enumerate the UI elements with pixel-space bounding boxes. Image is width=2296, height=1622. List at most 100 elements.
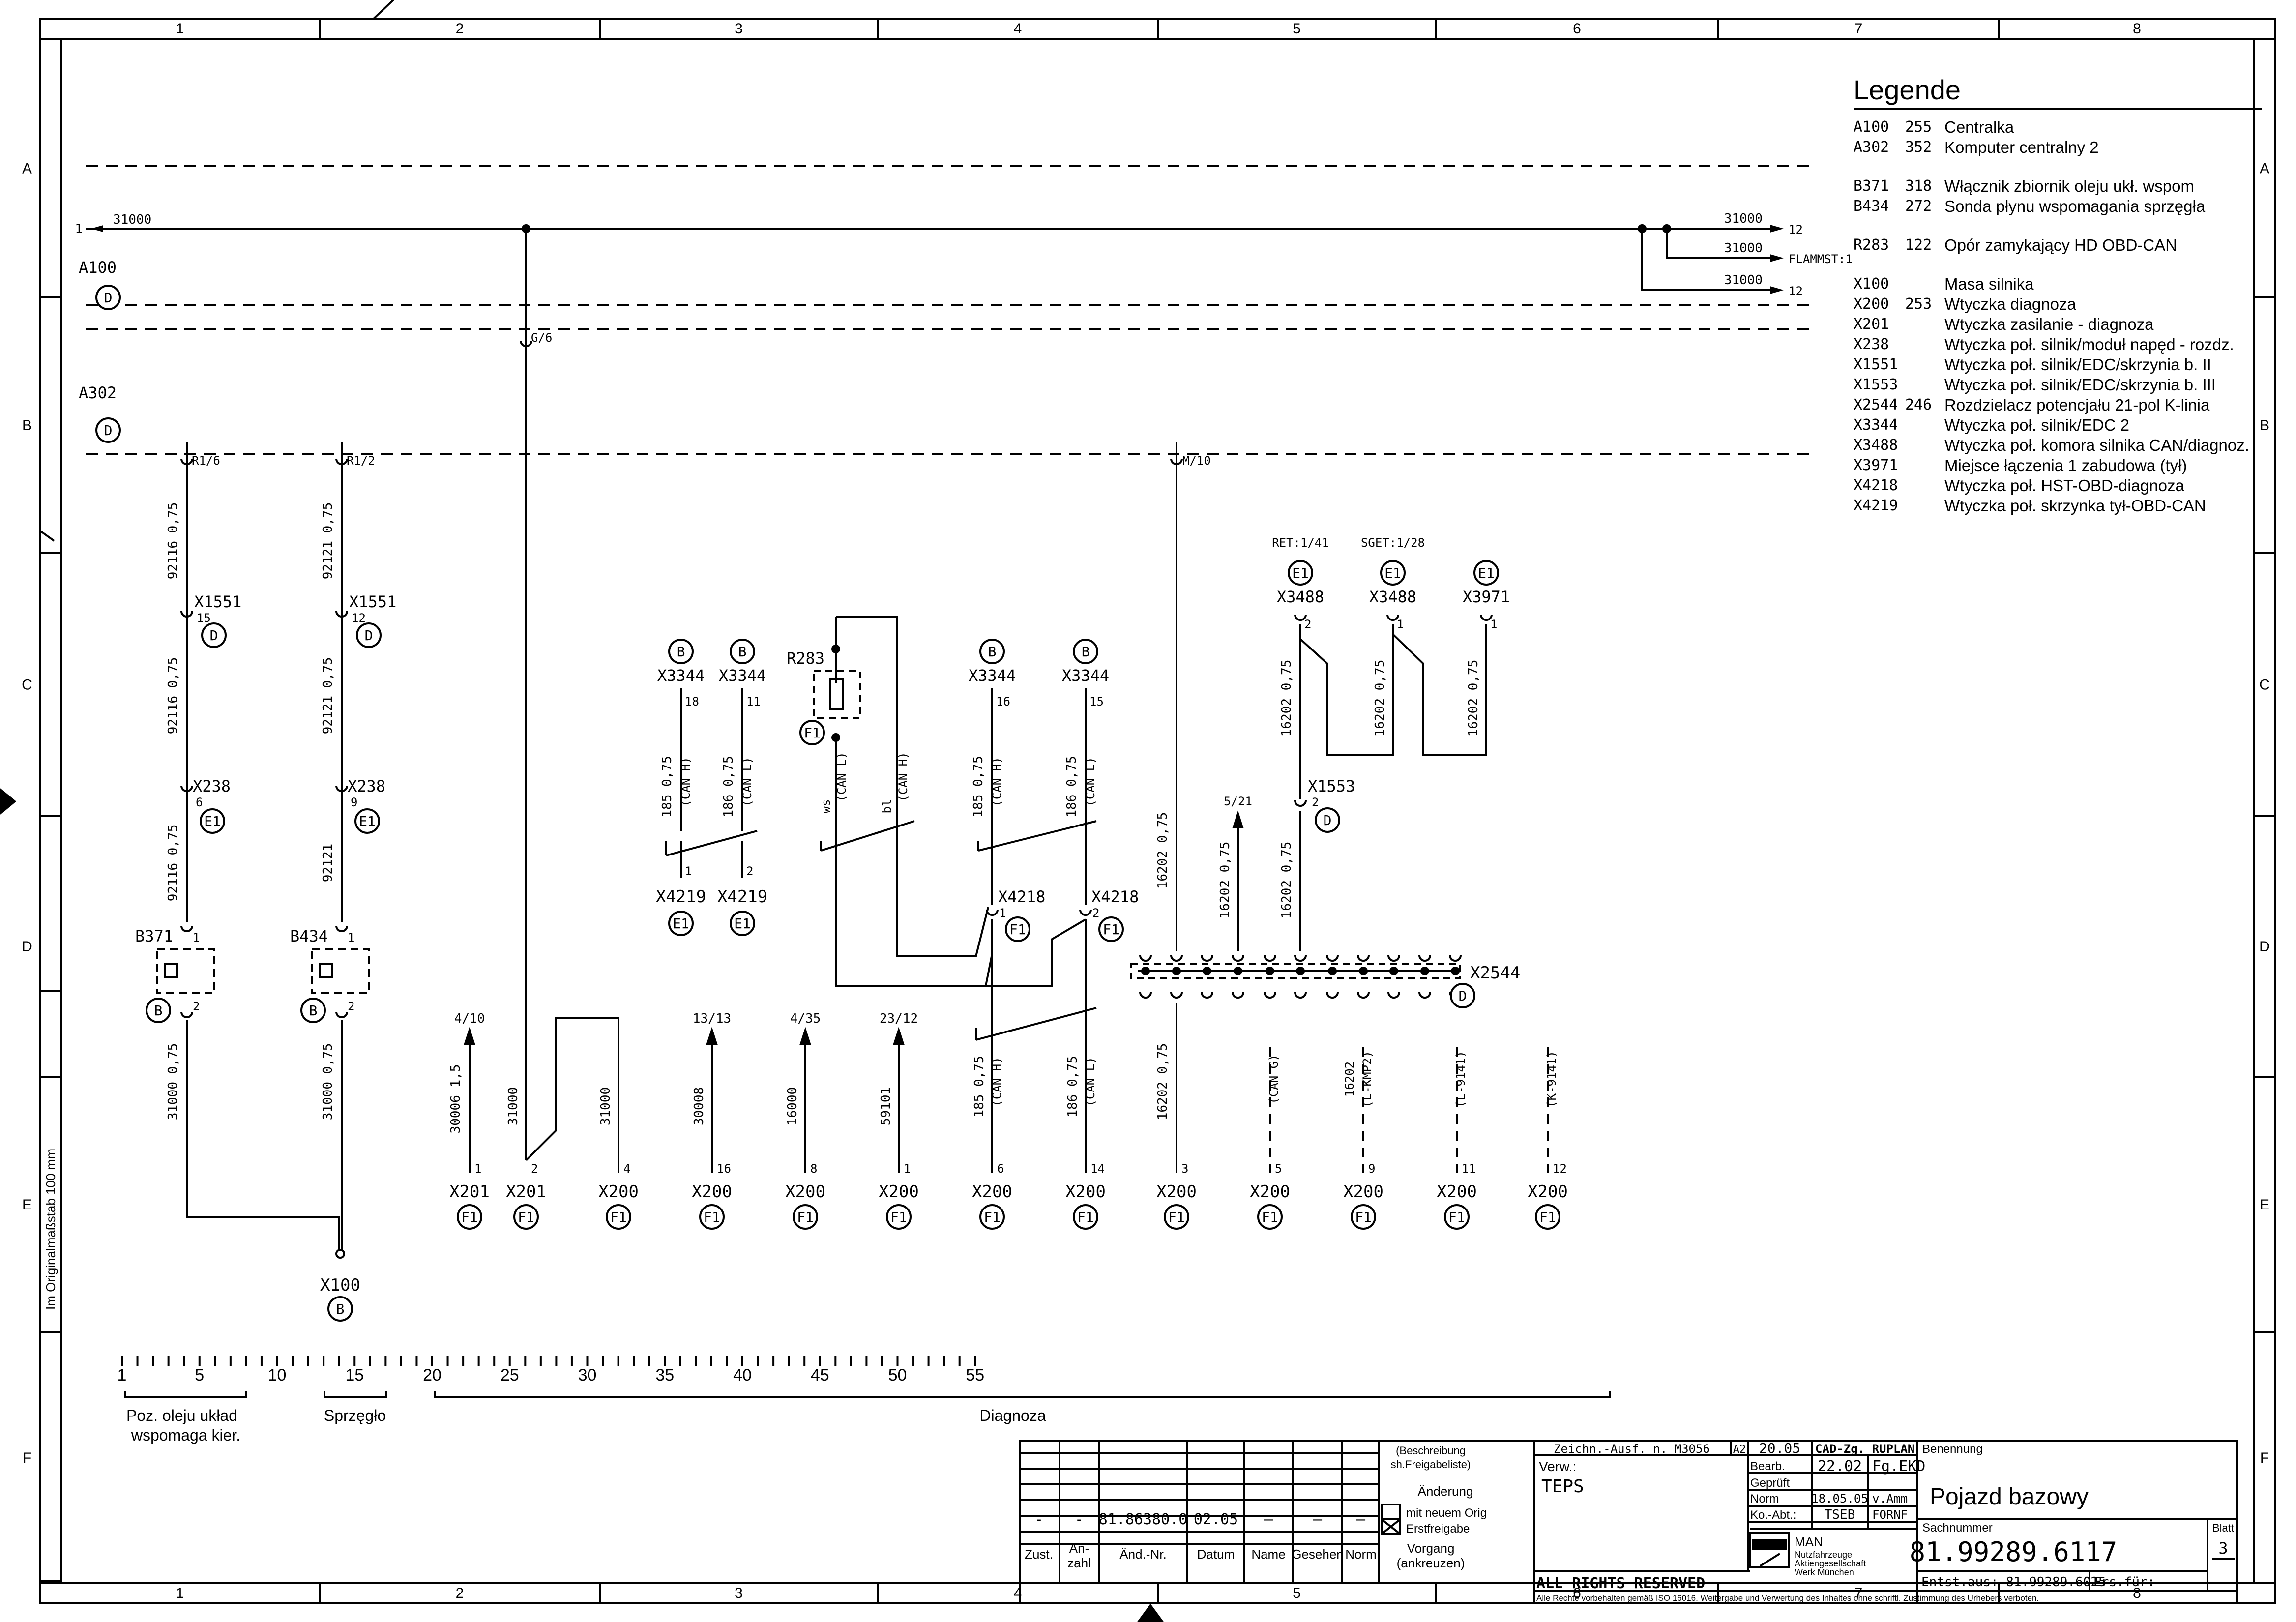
bottom-connector-tag-text: F1 [1077, 1209, 1094, 1225]
can-signal-label: (CAN L) [835, 752, 849, 801]
module-tag-text: D [104, 422, 113, 439]
sensor-tag-text: B [154, 1003, 163, 1019]
distributor-pin [1264, 955, 1276, 962]
scale-number: 15 [345, 1366, 364, 1385]
x4219-name: X4219 [717, 887, 767, 907]
distributor-pin [1232, 955, 1244, 962]
norm-date: 18.05.05 [1811, 1492, 1868, 1505]
can-signal-label: (L-KMP2) [1360, 1051, 1374, 1108]
wire-label: 31000 [598, 1087, 613, 1125]
bottom-connector-name: X201 [449, 1182, 490, 1202]
wire-label: 16202 0,75 [1155, 1043, 1170, 1121]
wire-label: 185 0,75 [660, 756, 675, 817]
distributor-node [1172, 967, 1181, 975]
x4219-pin: 1 [685, 864, 692, 878]
bottom-connector-tag [1351, 1204, 1376, 1230]
wire-label: 16000 [785, 1087, 800, 1125]
reference-arrow [893, 1027, 905, 1045]
bus-output-arrow [1770, 254, 1784, 262]
x3488-plug [1480, 614, 1493, 621]
bus-branch [1641, 229, 1775, 291]
can-signal-label: (K-9141) [1545, 1051, 1559, 1108]
connector-pin: 12 [352, 611, 366, 625]
can-connector-tag [979, 639, 1005, 664]
bottom-connector-pin: 1 [904, 1162, 911, 1176]
module-pin-label: R1/6 [192, 454, 220, 468]
column-number: 1 [176, 1585, 184, 1601]
resistor-wire-color: bl [880, 799, 894, 814]
x4218-tag-text: F1 [1103, 921, 1119, 938]
can-signal-label: (CAN G) [1267, 1054, 1281, 1104]
x4218-name: X4218 [998, 887, 1045, 906]
connector-tag-text: E1 [204, 813, 221, 829]
legend-num [1905, 274, 1944, 294]
can-connector-tag [1073, 639, 1098, 664]
bottom-connector-tag [979, 1204, 1005, 1230]
wire-label: 92121 [321, 844, 335, 882]
revision-value: 02.05 [1194, 1511, 1238, 1528]
legend-code: A302 [1854, 139, 1889, 156]
wire-label: 186 0,75 [721, 756, 736, 817]
can-signal-label: (CAN H) [679, 757, 693, 806]
bottom-connector-tag-text: F1 [704, 1209, 720, 1225]
cad-system: CAD-Zg. RUPLAN [1815, 1442, 1914, 1456]
row-letter: C [2259, 677, 2270, 693]
wire-label: 31000 [506, 1087, 521, 1125]
legend-desc: Wtyczka poł. silnik/EDC/skrzynia b. III [1944, 376, 2216, 394]
distributor-node [1389, 967, 1398, 975]
sensor-body [156, 948, 215, 994]
legend-num [1905, 496, 1944, 516]
x3488-loop [1392, 624, 1487, 756]
ground-name: X100 [320, 1275, 360, 1295]
legend-desc: Opór zamykający HD OBD-CAN [1944, 236, 2178, 254]
bottom-connector-pin: 11 [1462, 1162, 1476, 1176]
scale-number: 35 [655, 1366, 674, 1385]
x3488-name: X3488 [1277, 588, 1324, 606]
legend-desc: Wtyczka diagnoza [1944, 295, 2076, 313]
connector-pin: 15 [197, 611, 211, 625]
legend-gap [1854, 157, 2262, 176]
bottom-connector-tag [699, 1204, 725, 1230]
x1553-tag-text: D [1324, 812, 1332, 828]
x3488-reference: SGET:1/28 [1361, 536, 1425, 550]
reference-label: 4/35 [790, 1011, 821, 1026]
company-name: MAN [1795, 1534, 1823, 1549]
bus-wire-label: 31000 [113, 212, 151, 227]
legend-desc: Rozdzielacz potencjału 21-pol K-linia [1944, 396, 2210, 414]
change-option: Erstfreigabe [1406, 1522, 1470, 1535]
column-number: 7 [1854, 1585, 1863, 1601]
company-line: Nutzfahrzeuge [1795, 1550, 1852, 1560]
legend-num: 272 [1905, 198, 1932, 215]
legend-num [1905, 455, 1944, 475]
module-pin-label: M/10 [1182, 454, 1211, 468]
revision-header: Gesehen [1292, 1547, 1344, 1562]
revision-value: - [1075, 1511, 1084, 1528]
x3488-plug [1294, 614, 1307, 621]
sensor-symbol [319, 963, 333, 978]
bottom-connector-tag-text: F1 [1168, 1209, 1185, 1225]
legend-code: A100 [1854, 118, 1889, 136]
legend-code: R283 [1854, 236, 1889, 254]
reference-arrow [1232, 810, 1244, 828]
legend-code: X3344 [1854, 416, 1898, 434]
twisted-pair-mark [666, 830, 758, 856]
checked-label: Geprüft [1750, 1476, 1790, 1490]
distributor-pin [1170, 992, 1183, 999]
row-letter: B [22, 417, 32, 434]
column-number: 5 [1293, 1585, 1301, 1601]
distributor-pin [1139, 955, 1152, 962]
module-pin-label: R1/2 [347, 454, 375, 468]
bottom-connector-pin: 14 [1090, 1162, 1105, 1176]
distributor-pin [1418, 955, 1431, 962]
scale-number: 1 [118, 1366, 127, 1385]
sheet-number: 3 [2218, 1539, 2228, 1558]
scale-group-bracket [124, 1391, 247, 1398]
bottom-connector-tag [1257, 1204, 1283, 1230]
reference-label: 5/21 [1224, 795, 1252, 808]
can-cross-wire [978, 918, 1087, 987]
x3488-pin: 1 [1490, 618, 1497, 631]
